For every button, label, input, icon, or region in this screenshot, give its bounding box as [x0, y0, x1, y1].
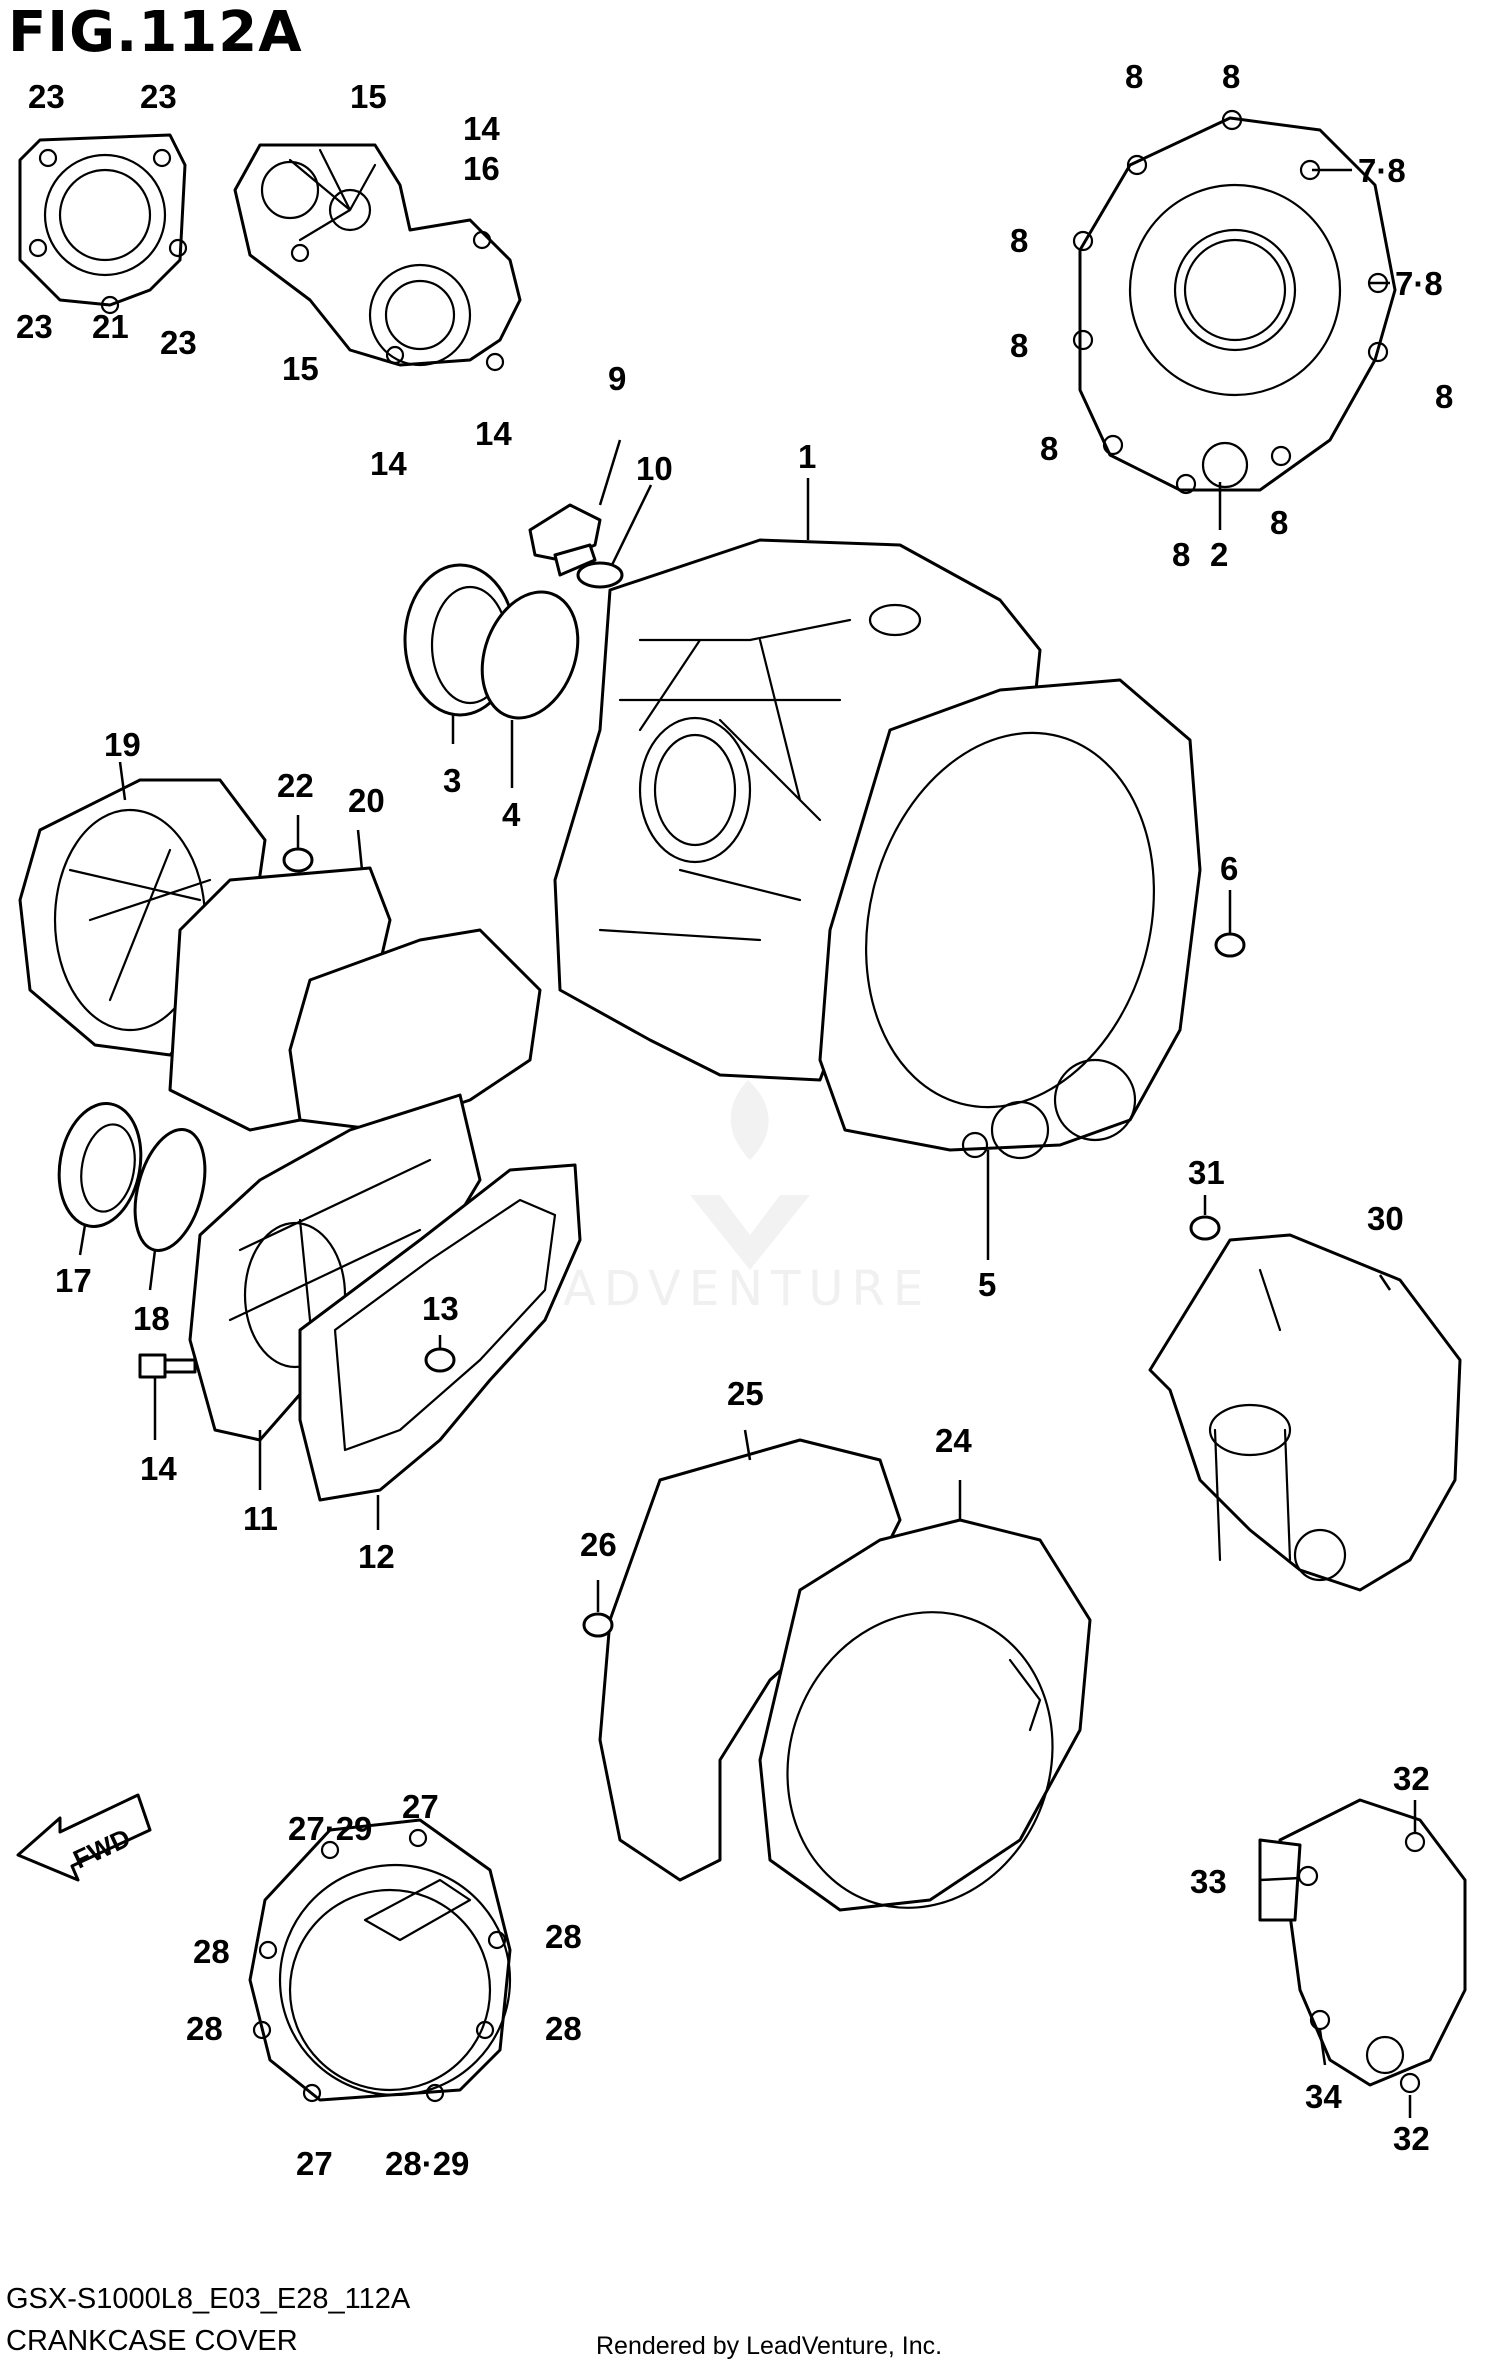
callout-8-c[interactable]: 8 [1010, 222, 1028, 259]
callout-28-b[interactable]: 28 [545, 1918, 582, 1955]
callout-23-b[interactable]: 23 [140, 78, 177, 115]
callout-6[interactable]: 6 [1220, 850, 1238, 887]
callout-7-8-b[interactable]: 7·8 [1395, 265, 1443, 302]
callout-23-c[interactable]: 23 [16, 308, 53, 345]
callout-15-b[interactable]: 15 [282, 350, 319, 387]
callout-8-g[interactable]: 8 [1172, 536, 1190, 573]
part-dowel-13[interactable] [424, 1347, 456, 1373]
callout-34[interactable]: 34 [1305, 2078, 1342, 2115]
part-dowel-22[interactable] [282, 847, 314, 873]
diagram-code: GSX-S1000L8_E03_E28_112A [6, 2283, 411, 2315]
part-o-ring-10[interactable] [576, 561, 624, 589]
callout-19[interactable]: 19 [104, 726, 141, 763]
callout-21[interactable]: 21 [92, 308, 129, 345]
callout-20[interactable]: 20 [348, 782, 385, 819]
callout-32-b[interactable]: 32 [1393, 2120, 1430, 2157]
callout-22[interactable]: 22 [277, 767, 314, 804]
leader-lines [78, 168, 1417, 2118]
callout-25[interactable]: 25 [727, 1375, 764, 1412]
part-dowel-6[interactable] [1214, 932, 1246, 958]
callout-labels: 1 2 3 4 5 6 7·8 7·8 8 8 8 8 8 8 8 8 9 10… [16, 58, 1453, 2182]
callout-2[interactable]: 2 [1210, 536, 1228, 573]
callout-5[interactable]: 5 [978, 1266, 996, 1303]
part-small-cover-23[interactable] [18, 133, 188, 315]
callout-28-29[interactable]: 28·29 [385, 2145, 469, 2182]
part-seal-17[interactable] [50, 1097, 150, 1233]
fwd-direction-arrow: FWD [16, 1793, 152, 1882]
callout-8-d[interactable]: 8 [1010, 327, 1028, 364]
callout-15-a[interactable]: 15 [350, 78, 387, 115]
figure-title: FIG.112A [8, 0, 303, 65]
callout-8-e[interactable]: 8 [1435, 378, 1453, 415]
callout-4[interactable]: 4 [502, 796, 521, 833]
callout-28-c[interactable]: 28 [186, 2010, 223, 2047]
part-cover-30[interactable] [1148, 1233, 1462, 1592]
callout-17[interactable]: 17 [55, 1262, 92, 1299]
callout-8-h[interactable]: 8 [1270, 504, 1288, 541]
part-inner-cover[interactable] [288, 928, 542, 1132]
callout-14-a[interactable]: 14 [463, 110, 500, 147]
callout-27-29[interactable]: 27·29 [288, 1810, 372, 1847]
callout-18[interactable]: 18 [133, 1300, 170, 1337]
part-oil-cap-9[interactable] [528, 503, 602, 577]
part-generator-cover-2[interactable] [1072, 109, 1397, 495]
callout-8-f[interactable]: 8 [1040, 430, 1058, 467]
part-gasket-5[interactable] [818, 678, 1202, 1160]
callout-32-a[interactable]: 32 [1393, 1760, 1430, 1797]
part-dowel-26[interactable] [582, 1612, 614, 1638]
callout-13[interactable]: 13 [422, 1290, 459, 1327]
callout-28-d[interactable]: 28 [545, 2010, 582, 2047]
part-gasket-12[interactable] [298, 1163, 582, 1502]
callout-10[interactable]: 10 [636, 450, 673, 487]
callout-28-a[interactable]: 28 [193, 1933, 230, 1970]
callout-27-b[interactable]: 27 [296, 2145, 333, 2182]
callout-9[interactable]: 9 [608, 360, 626, 397]
callout-1[interactable]: 1 [798, 438, 816, 475]
part-gasket-25[interactable] [598, 1438, 902, 1882]
diagram-name: CRANKCASE COVER [6, 2325, 298, 2357]
callout-14-b[interactable]: 14 [475, 415, 512, 452]
part-cover-27-29[interactable] [248, 1818, 512, 2103]
callout-8-b[interactable]: 8 [1222, 58, 1240, 95]
part-cover-32-34[interactable] [1258, 1798, 1467, 2094]
callout-33[interactable]: 33 [1190, 1863, 1227, 1900]
callout-11[interactable]: 11 [243, 1500, 278, 1537]
callout-23-d[interactable]: 23 [160, 324, 197, 361]
callout-12[interactable]: 12 [358, 1538, 395, 1575]
callout-26[interactable]: 26 [580, 1526, 617, 1563]
part-bolt-14[interactable] [138, 1353, 197, 1379]
callout-24[interactable]: 24 [935, 1422, 972, 1459]
part-pump-cover-15[interactable] [233, 143, 522, 372]
callout-3[interactable]: 3 [443, 762, 461, 799]
part-o-ring-4[interactable] [465, 579, 594, 732]
callout-27-a[interactable]: 27 [402, 1788, 439, 1825]
callout-8-a[interactable]: 8 [1125, 58, 1143, 95]
callout-14-d[interactable]: 14 [140, 1450, 177, 1487]
callout-14-c[interactable]: 14 [370, 445, 407, 482]
callout-16[interactable]: 16 [463, 150, 500, 187]
render-credit: Rendered by LeadVenture, Inc. [596, 2332, 943, 2360]
callout-30[interactable]: 30 [1367, 1200, 1404, 1237]
callout-7-8-a[interactable]: 7·8 [1358, 152, 1406, 189]
part-cover-24[interactable] [747, 1518, 1094, 1945]
part-dowel-31[interactable] [1189, 1215, 1221, 1241]
callout-31[interactable]: 31 [1188, 1154, 1225, 1191]
callout-23-a[interactable]: 23 [28, 78, 65, 115]
